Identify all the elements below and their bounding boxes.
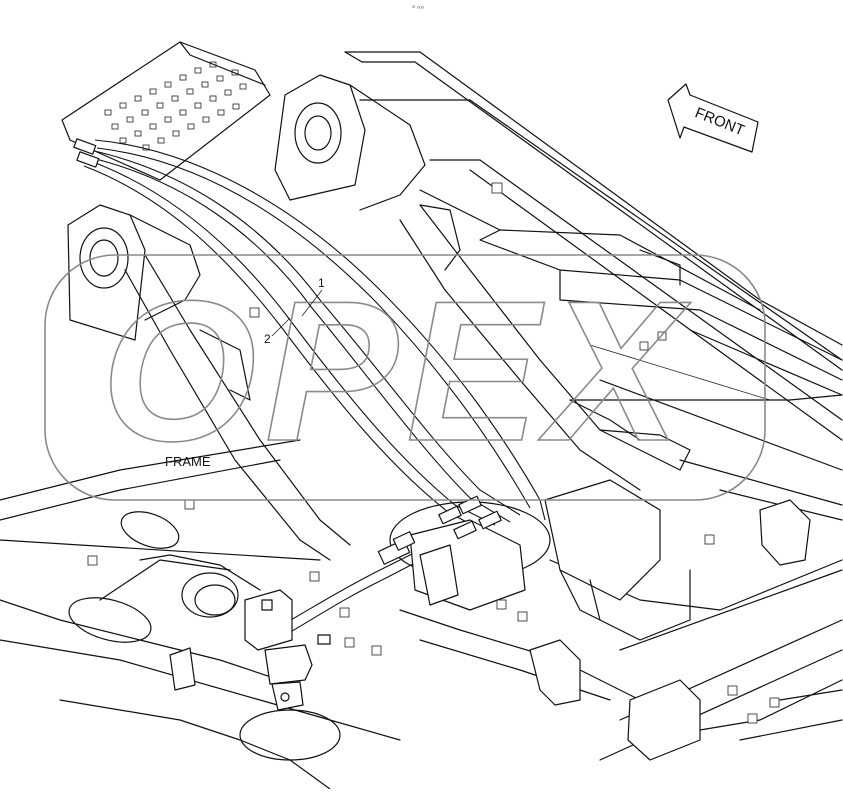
right-bracket (274, 74, 426, 211)
callout-1: 1 (318, 276, 325, 290)
callout-1-leader (301, 289, 323, 317)
lower-frame (0, 439, 843, 790)
left-bracket (67, 204, 201, 341)
callout-2-leader (271, 317, 291, 337)
swivel-assembly (377, 495, 551, 611)
callout-2: 2 (264, 332, 271, 346)
header-mark: ⁰ⁱ ᵒᵒᵒ (412, 4, 425, 12)
frame-label: FRAME (165, 454, 211, 469)
front-arrow: FRONT (667, 83, 759, 153)
frame-beams (124, 204, 691, 561)
watermark: OPEX (44, 254, 766, 501)
bolts (87, 182, 780, 724)
watermark-text: OPEX (101, 260, 691, 483)
valve-block (244, 589, 331, 711)
step-plate (61, 41, 271, 181)
right-mount (169, 479, 811, 761)
